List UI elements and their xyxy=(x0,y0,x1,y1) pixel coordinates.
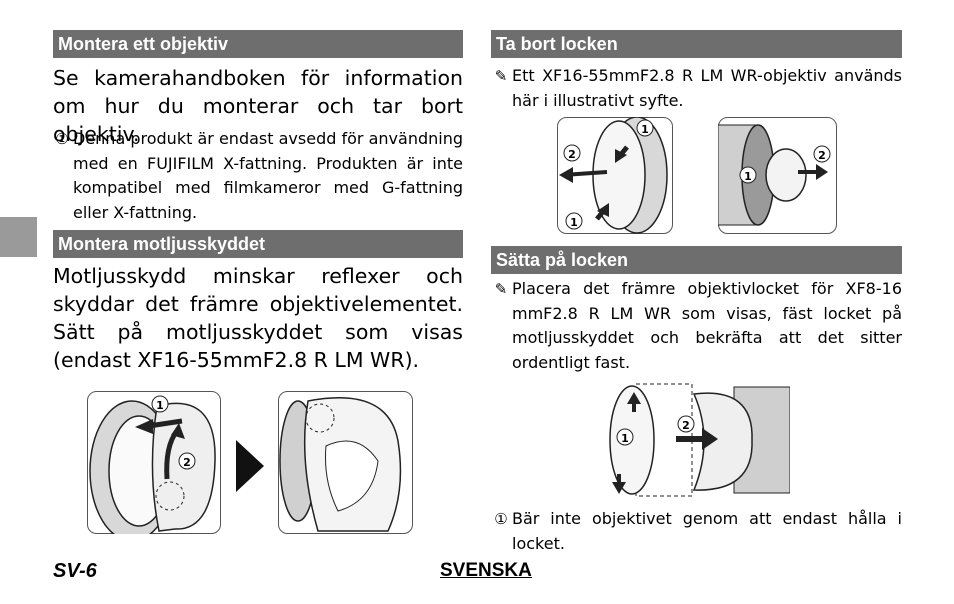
caution-note-1: ① Denna produkt är endast avsedd för an­… xyxy=(55,127,463,225)
language-label: SVENSKA xyxy=(440,560,532,581)
hood-illustration-1: 1 2 xyxy=(87,391,221,534)
heading-mount-hood: Montera motljusskyddet xyxy=(53,230,463,258)
page-number: SV-6 xyxy=(53,560,97,582)
note-2: ✎ Placera det främre objektivlocket för … xyxy=(495,277,902,375)
hood-step-1-label: 1 xyxy=(156,399,164,412)
caution-note-2: ① Bär inte objektivet genom att endast h… xyxy=(494,507,902,556)
intro-text: Se kamerahandboken för information om hu… xyxy=(53,66,463,146)
heading-attach-caps: Sätta på locken xyxy=(491,246,902,274)
caution-text-1: Denna produkt är endast avsedd för an­vä… xyxy=(73,129,463,222)
rear-cap-step-2-label: 2 xyxy=(818,149,826,162)
cap-step-1b-label: 1 xyxy=(570,216,578,229)
rear-cap-illustration: 1 2 xyxy=(718,117,837,234)
caution-icon: ① xyxy=(494,510,508,528)
cap-step-2-label: 2 xyxy=(568,148,576,161)
attach-step-2-label: 2 xyxy=(682,419,690,432)
hood-illustration-2 xyxy=(278,391,413,534)
next-step-arrow-icon xyxy=(236,440,264,492)
hood-text: Motljusskydd minskar reflexer och skyd­d… xyxy=(53,264,463,372)
note-text-1: Ett XF16-55mmF2.8 R LM WR-objektiv an­vä… xyxy=(512,66,902,110)
note-text-2: Placera det främre objektivlocket för XF… xyxy=(512,279,902,372)
note-1: ✎ Ett XF16-55mmF2.8 R LM WR-objektiv an­… xyxy=(495,64,902,113)
note-icon: ✎ xyxy=(494,280,508,298)
section-tab-marker xyxy=(0,217,37,257)
caution-text-2: Bär inte objektivet genom att endast hål… xyxy=(512,509,902,553)
heading-remove-caps: Ta bort locken xyxy=(491,30,902,58)
note-icon: ✎ xyxy=(494,67,508,85)
hood-step-2-label: 2 xyxy=(183,456,191,469)
heading-mount-lens: Montera ett objektiv xyxy=(53,30,463,58)
cap-step-1-label: 1 xyxy=(641,123,649,136)
attach-step-1-label: 1 xyxy=(621,432,629,445)
caution-icon: ① xyxy=(55,130,69,148)
rear-cap-step-1-label: 1 xyxy=(744,170,752,183)
attach-cap-illustration: 1 2 xyxy=(604,382,790,498)
front-cap-illustration: 1 2 1 xyxy=(557,117,673,234)
